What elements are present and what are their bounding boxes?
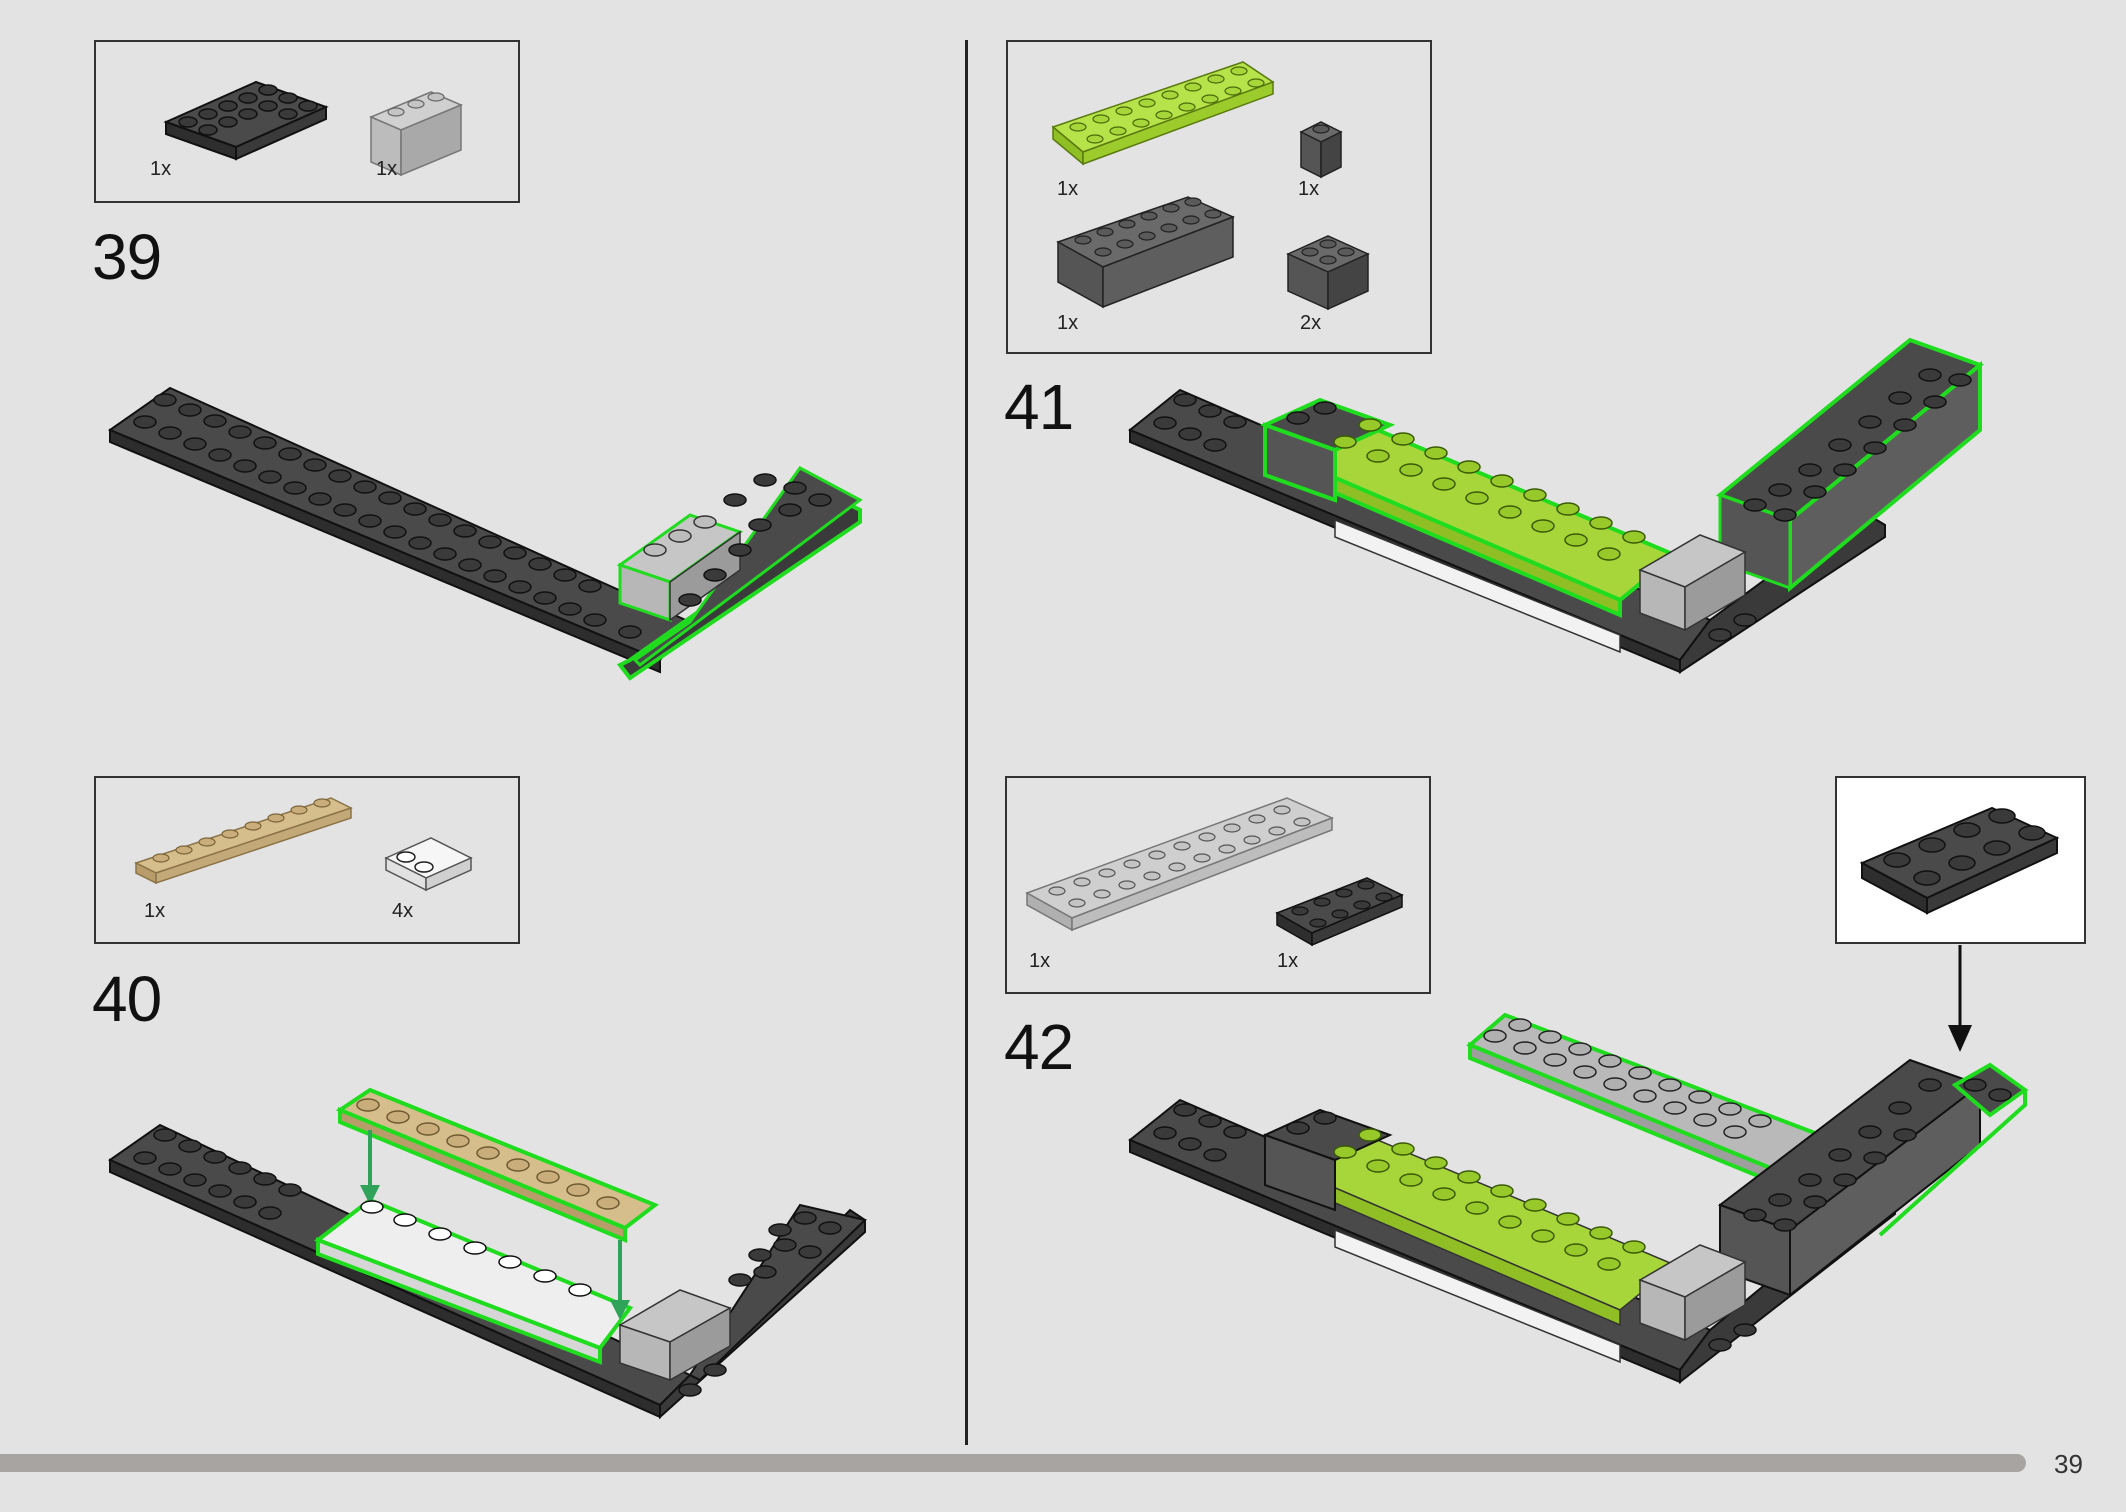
step-number-41: 41 [1004,371,1074,443]
page-number: 39 [2054,1449,2083,1479]
part-quantity: 1x [1057,178,1079,200]
part-quantity: 1x [1277,950,1299,972]
part-quantity: 1x [1029,950,1051,972]
plate-1x8-tan-icon [134,797,353,885]
plate-2x4-dark-grey-icon [1859,806,2060,915]
tile-2x2-jumper-white-icon [384,837,473,892]
build-illustration-step-40 [107,1087,868,1420]
parts-callout-step-39: 1x 1x [94,40,520,203]
part-quantity: 1x [1298,178,1320,200]
build-illustration-step-39 [107,386,863,681]
part-quantity: 1x [1057,312,1079,334]
parts-callout-step-42: 1x 1x [1005,776,1431,994]
part-quantity: 4x [392,900,414,922]
brick-2x6-dark-grey-icon [1056,196,1235,309]
build-illustration-step-42 [1128,945,2029,1385]
part-quantity: 2x [1300,312,1322,334]
plate-2x6-lime-icon [1051,61,1275,166]
progress-bar [0,1454,2026,1472]
step-number-39: 39 [92,221,162,293]
part-quantity: 1x [144,900,166,922]
plate-2x6-dark-grey-icon [163,80,329,161]
arrow-down-icon [1948,945,1972,1052]
plate-2x4-dark-grey-icon [1275,877,1404,947]
step-number-42: 42 [1004,1011,1074,1083]
plate-2x10-light-grey-icon [1025,797,1334,932]
build-illustration-step-41 [1128,337,1985,674]
brick-1x3-light-grey-icon [369,91,463,177]
brick-1x1-dark-grey-icon [1299,121,1343,179]
parts-callout-step-41: 1x 1x 1x [1006,40,1432,354]
part-quantity: 1x [376,158,398,180]
parts-callout-step-40: 1x 4x [94,776,520,944]
brick-2x2-dark-grey-icon [1286,235,1370,311]
page-divider [965,40,968,1445]
part-quantity: 1x [150,158,172,180]
step-number-40: 40 [92,963,162,1035]
subassembly-callout [1835,776,2086,944]
